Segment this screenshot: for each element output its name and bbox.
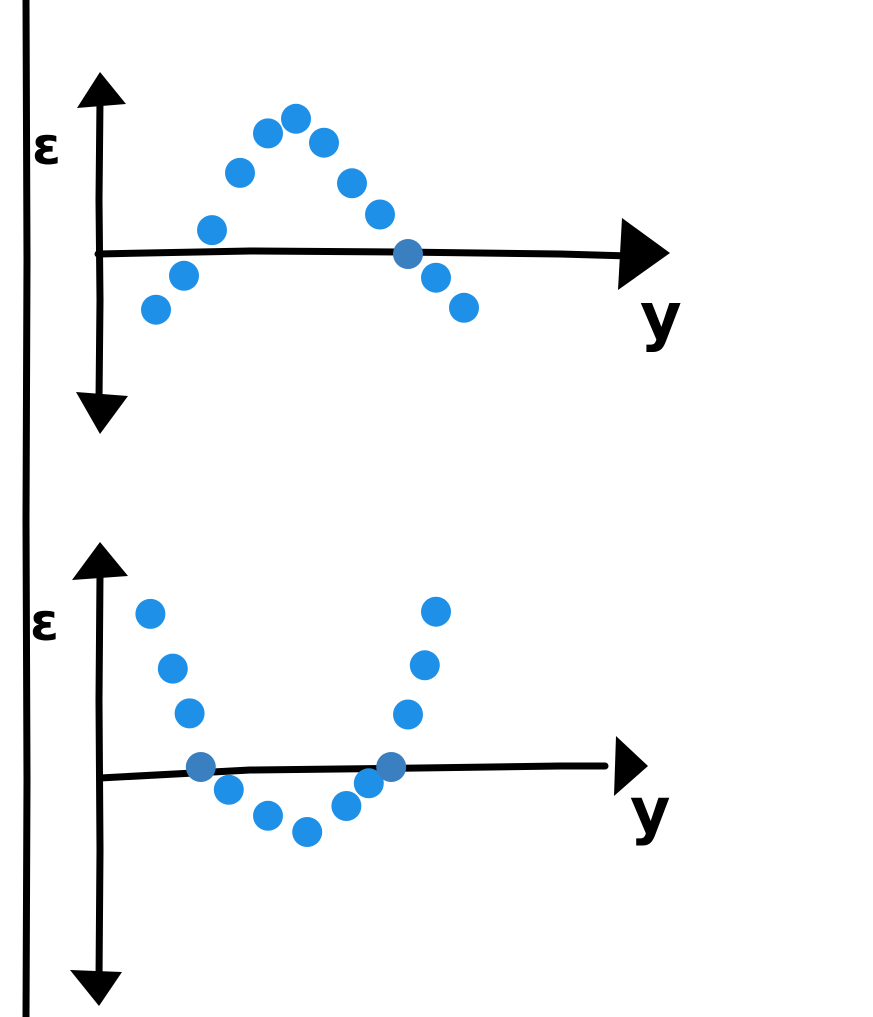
top-data-point-0 bbox=[141, 294, 171, 325]
top-data-point-5 bbox=[281, 103, 311, 134]
top-data-point-4 bbox=[253, 118, 283, 149]
top-data-point-8 bbox=[365, 199, 395, 230]
top-data-point-9 bbox=[393, 239, 423, 269]
bottom-x-axis-arrow bbox=[614, 736, 648, 796]
bottom-data-point-5 bbox=[253, 800, 283, 831]
bottom-data-point-2 bbox=[174, 698, 205, 729]
bottom-data-point-1 bbox=[157, 653, 188, 684]
top-data-point-6 bbox=[309, 127, 339, 158]
bottom-y-axis-arrow-down bbox=[70, 970, 122, 1006]
bottom-data-point-8 bbox=[353, 768, 384, 799]
chart-top: ε y bbox=[32, 72, 682, 434]
bottom-data-point-9 bbox=[376, 752, 407, 782]
bottom-data-point-3 bbox=[185, 752, 216, 782]
top-y-axis-line bbox=[95, 96, 104, 404]
bottom-x-axis-line bbox=[96, 762, 609, 782]
bottom-data-point-6 bbox=[292, 817, 323, 847]
bottom-data-point-4 bbox=[213, 774, 244, 805]
top-x-axis-arrow bbox=[618, 218, 670, 290]
bottom-epsilon-label: ε bbox=[30, 593, 59, 653]
top-x-axis-line bbox=[94, 247, 634, 260]
bottom-data-point-7 bbox=[331, 791, 362, 821]
bottom-data-point-10 bbox=[393, 699, 423, 730]
bottom-data-point-0 bbox=[135, 598, 166, 629]
bottom-data-point-11 bbox=[409, 650, 440, 681]
top-data-points bbox=[141, 103, 479, 325]
top-data-point-7 bbox=[337, 168, 367, 199]
top-data-point-10 bbox=[421, 262, 451, 293]
top-data-point-11 bbox=[449, 292, 479, 323]
chart-bottom: ε y bbox=[30, 542, 670, 1006]
bottom-data-points bbox=[135, 596, 451, 847]
top-data-point-1 bbox=[169, 260, 199, 291]
bottom-data-point-12 bbox=[421, 596, 451, 627]
bottom-y-axis-arrow-up bbox=[72, 542, 128, 580]
top-data-point-2 bbox=[197, 215, 227, 246]
left-border-line bbox=[22, 0, 31, 1017]
top-y-axis-arrow-down bbox=[76, 392, 128, 434]
top-epsilon-label: ε bbox=[32, 117, 61, 177]
bottom-y-axis-label: y bbox=[630, 774, 670, 847]
top-data-point-3 bbox=[225, 157, 255, 188]
top-y-axis-arrow-up bbox=[77, 72, 126, 108]
top-y-axis-label: y bbox=[640, 280, 682, 354]
